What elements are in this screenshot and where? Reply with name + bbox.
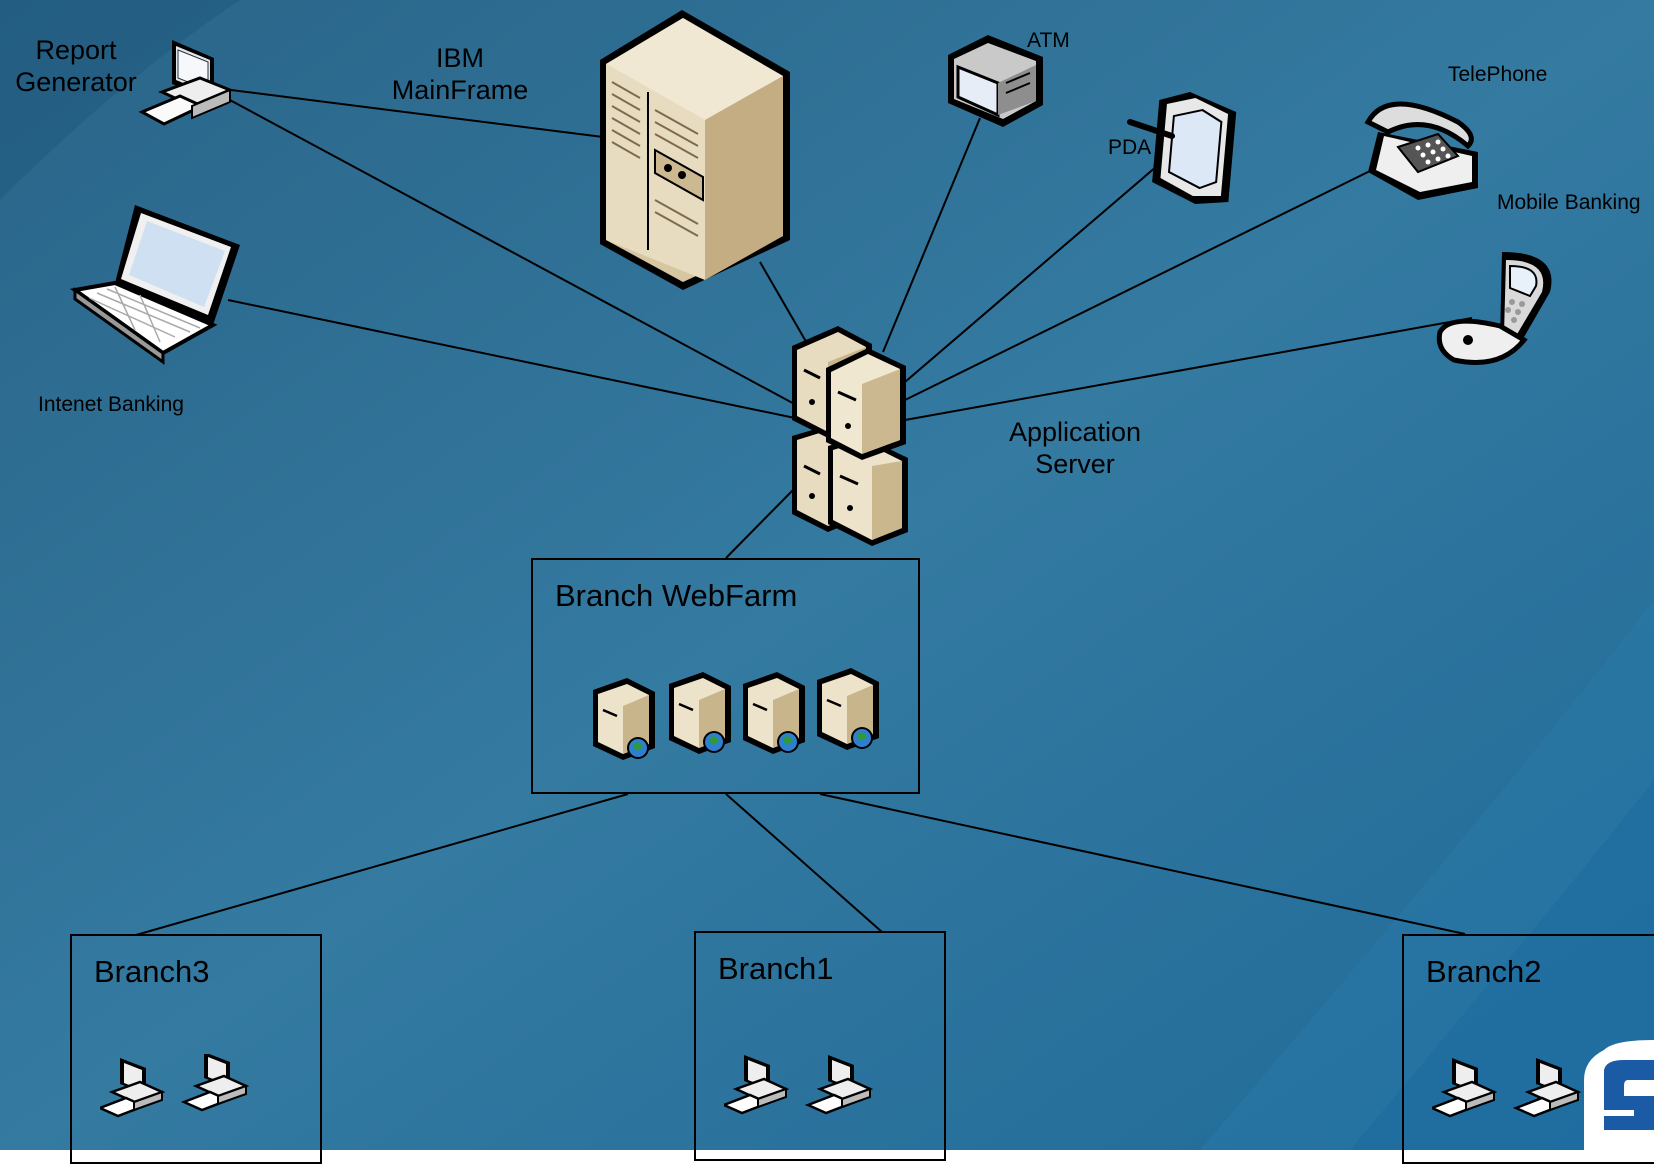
- corner-logo-icon: [1584, 1040, 1654, 1150]
- mobile-banking-label: Mobile Banking: [1497, 191, 1641, 214]
- edge-appserver-mobile: [904, 317, 1473, 421]
- edge-webfarm-branch3: [135, 793, 629, 936]
- internet-banking-label: Intenet Banking: [38, 393, 184, 416]
- mobile-phone-icon[interactable]: [1436, 252, 1552, 365]
- workstation-icon[interactable]: [1432, 1058, 1498, 1118]
- pda-label: PDA: [1108, 136, 1152, 159]
- web-server-icon[interactable]: [743, 672, 805, 754]
- branch2-title: Branch2: [1426, 954, 1542, 989]
- branch1-group[interactable]: Branch1: [694, 931, 946, 1161]
- atm-label: ATM: [1027, 29, 1070, 52]
- web-server-icon[interactable]: [669, 672, 731, 754]
- telephone-label: TelePhone: [1448, 63, 1548, 86]
- workstation-icon[interactable]: [804, 1055, 874, 1115]
- edge-appserver-atm: [882, 117, 981, 353]
- workstation-icon[interactable]: [724, 1055, 790, 1115]
- web-server-icon[interactable]: [817, 668, 879, 750]
- branch3-workstations: [100, 1054, 250, 1118]
- edge-appserver-mainframe: [759, 261, 809, 346]
- telephone-icon[interactable]: [1364, 101, 1478, 200]
- edge-appserver-webfarm: [725, 487, 796, 559]
- workstation-icon[interactable]: [180, 1054, 250, 1112]
- edge-webfarm-branch2: [819, 793, 1466, 935]
- branch3-title: Branch3: [94, 954, 210, 989]
- atm-icon[interactable]: [948, 35, 1043, 127]
- branch1-title: Branch1: [718, 951, 834, 986]
- webfarm-title: Branch WebFarm: [555, 578, 798, 613]
- branch3-group[interactable]: Branch3: [70, 934, 322, 1164]
- workstation-icon[interactable]: [100, 1058, 166, 1118]
- web-servers: [593, 668, 879, 760]
- edge-appserver-reportgen: [214, 91, 801, 408]
- ibm-mainframe-label: IBM MainFrame: [391, 43, 529, 106]
- report-generator-label: Report Generator: [15, 35, 137, 98]
- branch1-workstations: [724, 1055, 874, 1115]
- edge-webfarm-branch1: [725, 793, 883, 933]
- webfarm-group[interactable]: Branch WebFarm: [531, 558, 920, 794]
- application-server-icon[interactable]: [792, 326, 908, 546]
- application-server-label: Application Server: [1008, 417, 1142, 480]
- workstation-icon[interactable]: [1512, 1058, 1582, 1118]
- branch2-workstations: [1432, 1058, 1582, 1118]
- edge-appserver-internet: [227, 299, 796, 419]
- edge-reportgen-mainframe: [214, 87, 604, 138]
- pda-icon[interactable]: [1127, 92, 1238, 204]
- report-generator-pc-icon[interactable]: [138, 40, 234, 126]
- web-server-icon[interactable]: [593, 678, 655, 760]
- laptop-icon[interactable]: [69, 205, 240, 365]
- mainframe-icon[interactable]: [600, 10, 790, 290]
- edge-appserver-telephone: [904, 169, 1373, 401]
- edge-appserver-pda: [904, 147, 1179, 383]
